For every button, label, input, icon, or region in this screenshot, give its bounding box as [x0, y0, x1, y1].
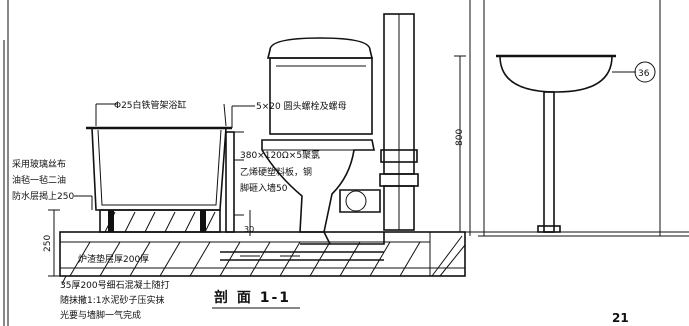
page-number: 21: [612, 311, 629, 325]
waterproof-note: 采用玻璃丝布 油毡一毡二油 防水层揭上250: [12, 158, 93, 210]
bathtub-frame-label: Φ25白铁管架浴缸: [114, 99, 187, 111]
concrete-line-2: 随抹撒1:1水泥砂子压实抹: [60, 294, 165, 306]
bathtub-frame-callout: Φ25白铁管架浴缸: [95, 99, 227, 127]
concrete-note: 35厚200号细石混凝土随打 随抹撒1:1水泥砂子压实抹 光要与墙脚一气完成: [60, 275, 170, 321]
dim-30-label: 30: [244, 225, 254, 234]
bolt-callout: 5×20 圆头螺栓及螺母: [231, 100, 347, 128]
floor-slab: [59, 231, 689, 277]
tile-panel-line-2: 乙烯硬塑料板，钢: [240, 166, 312, 178]
detail-callout-36: 36: [612, 61, 656, 83]
dim-250-label: 250: [43, 235, 53, 252]
dimension-800: 800: [454, 55, 466, 233]
bolt-spec-label: 5×20 圆头螺栓及螺母: [256, 100, 347, 112]
tile-panel-line-1: 380×120Ω×5聚氯: [240, 149, 320, 161]
concrete-line-3: 光要与墙脚一气完成: [60, 309, 141, 321]
bathtub: [86, 126, 232, 233]
toilet: [261, 37, 375, 233]
concrete-line-1: 35厚200号细石混凝土随打: [60, 279, 170, 291]
waterproof-line-3: 防水层揭上250: [12, 190, 74, 202]
waterproof-line-1: 采用玻璃丝布: [12, 158, 66, 170]
section-title-block: 剖 面 1-1: [212, 289, 300, 309]
base-layer-label: 炉渣垫层厚200厚: [78, 253, 149, 265]
washbasin: [469, 0, 616, 236]
dimension-30: 30: [244, 210, 254, 236]
waterproof-line-2: 油毡一毡二油: [12, 174, 66, 186]
floor-drain-pipe: [220, 243, 384, 261]
dimension-250: 250: [43, 209, 60, 277]
vertical-pipe: [379, 13, 419, 231]
wall-panel: [225, 131, 244, 233]
toilet-drain: [323, 189, 385, 245]
dim-800-label: 800: [455, 129, 465, 146]
section-title: 剖 面 1-1: [214, 289, 291, 306]
tile-panel-line-3: 脚砸入墙50: [240, 182, 288, 194]
callout-36-label: 36: [638, 69, 650, 79]
